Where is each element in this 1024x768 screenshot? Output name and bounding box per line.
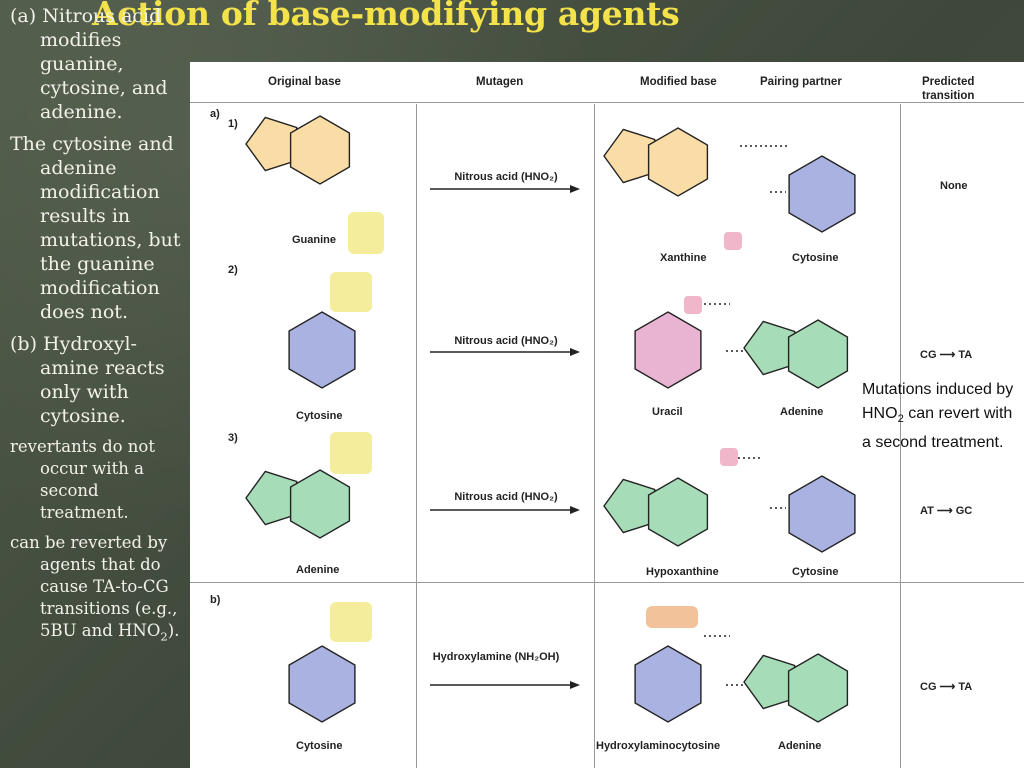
hydroxyl-highlight	[646, 606, 698, 628]
cytosine-structure	[288, 311, 356, 389]
pairing-partner-label: Adenine	[780, 406, 824, 418]
bullet-nitrous-acid: (a) Nitrous acid modifies guanine, cytos…	[10, 5, 168, 123]
modified-base-label: Uracil	[652, 406, 683, 418]
pairing-partner-label: Cytosine	[792, 566, 839, 578]
adenine-structure-five-ring	[245, 470, 298, 526]
slide-title: Action of base-modifying agents	[92, 0, 680, 33]
mutagen-label: Nitrous acid (HNO₂)	[454, 335, 558, 347]
adenine-partner-structure-five-ring	[743, 654, 796, 710]
original-base-label: Cytosine	[296, 410, 343, 422]
original-base-label: Adenine	[296, 564, 340, 576]
section-a-label: a)	[210, 108, 220, 120]
mutagen-arrow-head	[570, 506, 580, 514]
guanine-structure-five-ring	[245, 116, 298, 172]
transition-label: CG ⟶ TA	[920, 349, 973, 361]
header-predicted-transition: Predicted transition	[922, 76, 975, 102]
adenine-structure-six-ring	[289, 469, 351, 539]
mutagen-label: Nitrous acid (HNO₂)	[454, 171, 558, 183]
bullet-list: (a) Nitrous acid modifies guanine, cytos…	[10, 4, 192, 655]
pairing-partner-label: Cytosine	[792, 252, 839, 264]
oxygen-highlight	[720, 448, 738, 466]
modified-base-label: Hypoxanthine	[646, 566, 719, 578]
amino-group-highlight	[348, 212, 384, 254]
cytosine-structure	[288, 645, 356, 723]
adenine-partner-structure-six-ring	[787, 319, 849, 389]
original-base-label: Guanine	[292, 234, 337, 246]
cytosine-partner-structure	[788, 155, 856, 233]
mutagen-arrow-head	[570, 348, 580, 356]
row-number: 1)	[228, 118, 238, 130]
divider-mutagen-left	[416, 104, 417, 768]
mutagen-label: Hydroxylamine (NH₂OH)	[432, 651, 560, 663]
bullet-cytosine-adenine: The cytosine and adenine modification re…	[10, 133, 181, 323]
amino-group-highlight	[330, 602, 372, 642]
modified-base-label: Hydroxylaminocytosine	[596, 740, 721, 752]
section-b-label: b)	[210, 594, 221, 606]
mutagen-figure: Original base Mutagen Modified base Pair…	[190, 62, 1024, 768]
header-modified-base: Modified base	[640, 76, 717, 88]
hypoxanthine-structure-six-ring	[647, 477, 709, 547]
structure-drawings	[245, 115, 856, 723]
cytosine-partner-structure	[788, 475, 856, 553]
uracil-structure	[634, 311, 702, 389]
section-rule	[190, 582, 1024, 583]
modified-base-label: Xanthine	[660, 252, 707, 264]
mutagen-label: Nitrous acid (HNO₂)	[454, 491, 558, 503]
pairing-partner-label: Adenine	[778, 740, 822, 752]
xanthine-structure-five-ring	[603, 128, 656, 184]
transition-label: AT ⟶ GC	[920, 505, 973, 517]
annotation-note: Mutations induced by HNO2 can revert wit…	[862, 381, 1014, 452]
amino-group-highlight	[330, 432, 372, 474]
header-pairing-partner: Pairing partner	[760, 76, 842, 88]
divider-mutagen-right	[594, 104, 595, 768]
row-number: 2)	[228, 264, 238, 276]
xanthine-structure-six-ring	[647, 127, 709, 197]
transition-label: None	[940, 180, 968, 192]
row-number: 3)	[228, 432, 238, 444]
header-original-base: Original base	[268, 76, 341, 88]
oxygen-highlight	[684, 296, 702, 314]
amino-group-highlight	[330, 272, 372, 312]
original-base-label: Cytosine	[296, 740, 343, 752]
header-rule	[190, 102, 1024, 103]
hypoxanthine-structure-five-ring	[603, 478, 656, 534]
guanine-structure-six-ring	[289, 115, 351, 185]
bullet-reverted-by: can be reverted by agents that do cause …	[10, 533, 180, 644]
header-mutagen: Mutagen	[476, 76, 524, 88]
bullet-revertants: revertants do not occur with a second tr…	[10, 437, 155, 522]
divider-transition	[900, 104, 901, 768]
hydroxylaminocytosine-structure	[634, 645, 702, 723]
adenine-partner-structure-five-ring	[743, 320, 796, 376]
adenine-partner-structure-six-ring	[787, 653, 849, 723]
mutagen-arrow-head	[570, 681, 580, 689]
mutagen-arrow-head	[570, 185, 580, 193]
bullet-hydroxylamine: (b) Hydroxyl-amine reacts only with cyto…	[10, 333, 165, 427]
oxygen-highlight	[724, 232, 742, 250]
transition-label: CG ⟶ TA	[920, 681, 973, 693]
